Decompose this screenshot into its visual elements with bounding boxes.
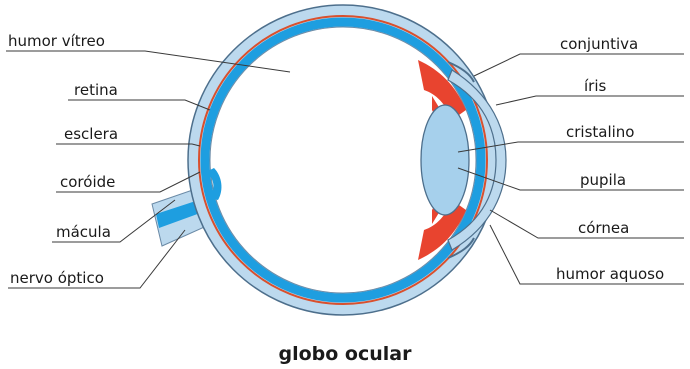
label-cornea: córnea — [578, 219, 629, 237]
label-iris: íris — [584, 77, 607, 95]
label-retina: retina — [74, 81, 118, 99]
label-macula: mácula — [56, 223, 111, 241]
label-pupila: pupila — [580, 171, 626, 189]
diagram-caption: globo ocular — [279, 343, 413, 365]
label-cristalino: cristalino — [566, 123, 635, 141]
label-humor-aquoso: humor aquoso — [556, 265, 664, 283]
label-esclera: esclera — [64, 125, 118, 143]
lens-shape — [421, 105, 469, 215]
label-humor-vitreo: humor vítreo — [8, 32, 105, 50]
label-coroide: coróide — [60, 173, 115, 191]
label-nervo-optico: nervo óptico — [10, 269, 104, 287]
label-conjuntiva: conjuntiva — [560, 35, 638, 53]
